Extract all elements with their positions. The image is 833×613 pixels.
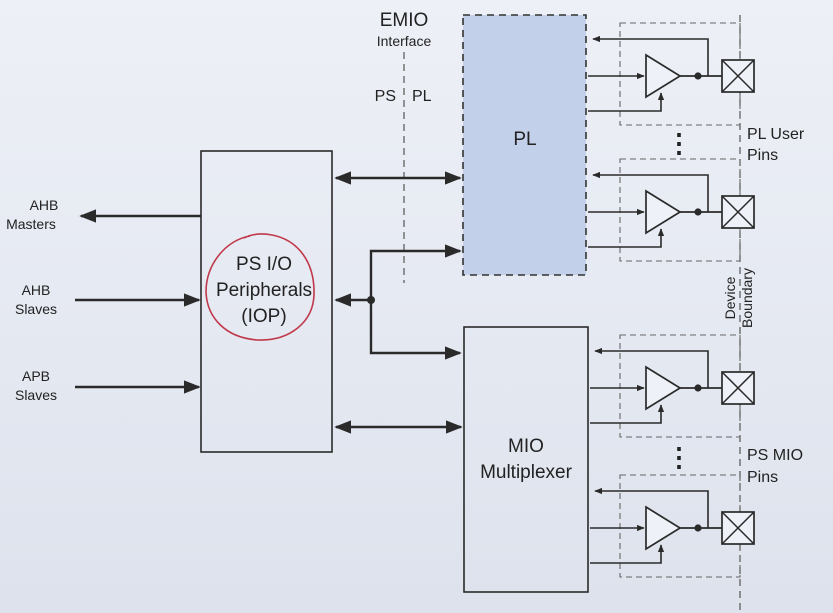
pin-feedback-wire <box>616 490 709 528</box>
ps-pins-ellipsis: ⋮ <box>666 442 692 472</box>
iop-label-3: (IOP) <box>241 306 286 327</box>
pin-enable-arrow <box>590 544 665 564</box>
mio-block <box>463 326 589 593</box>
pin-feedback-wire <box>616 350 709 388</box>
pl-user-pins-label-2: Pins <box>747 147 778 164</box>
ahb-masters-label-2: Masters <box>6 216 56 232</box>
buffer-triangle <box>645 365 682 411</box>
ahb-slaves-label-2: Slaves <box>15 301 57 317</box>
emio-pl-label: PL <box>412 88 432 105</box>
emio-ps-label: PS <box>375 88 396 105</box>
pin-enable-arrow <box>590 404 665 424</box>
emio-subtitle: Interface <box>377 33 432 49</box>
junction-dot <box>694 208 702 216</box>
ps-mio-pins-label-1: PS MIO <box>747 447 803 464</box>
apb-slaves-label-2: Slaves <box>15 387 57 403</box>
branch-node <box>367 296 375 304</box>
iop-block <box>200 150 333 453</box>
device-boundary-label-2: Boundary <box>739 268 755 328</box>
device-boundary-label-1: Device <box>722 276 738 319</box>
ahb-masters-label-1: AHB <box>30 197 59 213</box>
buffer-triangle <box>645 189 682 235</box>
iop-label-2: Peripherals <box>216 280 312 301</box>
pin-feedback-wire <box>616 174 709 212</box>
pl-user-pins-label-1: PL User <box>747 126 805 143</box>
iop-branch-connector <box>334 244 462 360</box>
pad-cross <box>721 371 755 405</box>
buffer-triangle <box>645 505 682 551</box>
mio-label-1: MIO <box>508 436 544 457</box>
pad-cross <box>721 511 755 545</box>
ps-mio-pins-label-2: Pins <box>747 469 778 486</box>
ps-pin-cell-bottom <box>590 474 755 578</box>
pin-feedback-wire <box>616 38 709 76</box>
junction-dot <box>694 384 702 392</box>
pin-enable-arrow <box>588 92 665 112</box>
junction-dot <box>694 72 702 80</box>
pad-cross <box>721 195 755 229</box>
pl-block <box>462 14 587 276</box>
junction-dot <box>694 524 702 532</box>
ps-pin-cell-top <box>590 334 755 438</box>
ahb-slaves-label-1: AHB <box>22 282 51 298</box>
pl-pin-cell-top <box>588 22 755 126</box>
pl-pin-cell-bottom <box>588 158 755 262</box>
pin-enable-arrow <box>588 228 665 248</box>
buffer-triangle <box>645 53 682 99</box>
iop-label-1: PS I/O <box>236 254 292 275</box>
pl-block-label: PL <box>513 129 536 150</box>
pl-pins-ellipsis: ⋮ <box>666 128 692 158</box>
apb-slaves-label-1: APB <box>22 368 50 384</box>
mio-label-2: Multiplexer <box>480 462 573 483</box>
emio-title: EMIO <box>380 10 429 31</box>
pad-cross <box>721 59 755 93</box>
annotation-circle <box>205 233 315 341</box>
